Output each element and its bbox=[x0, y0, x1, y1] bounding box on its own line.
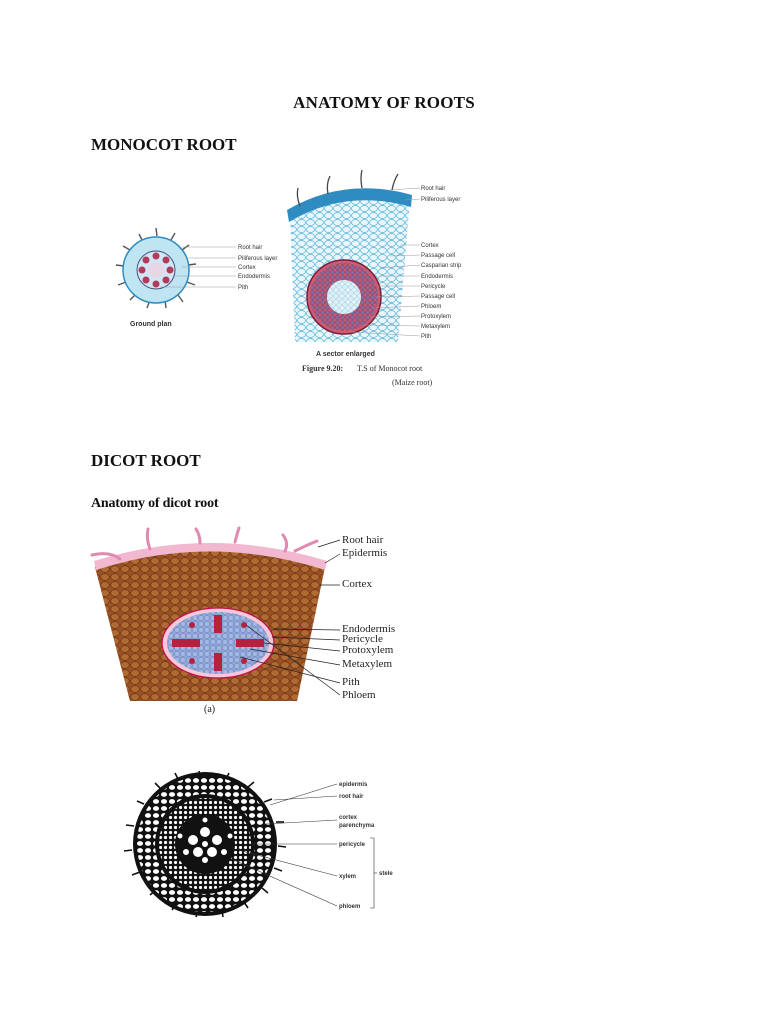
sector-label-casparian-strip: Casparian strip bbox=[421, 263, 462, 269]
dicot-a-label-phloem: Phloem bbox=[342, 689, 376, 701]
monocot-root-figure: Root hair Piliferous layer Cortex Endode… bbox=[115, 170, 462, 387]
sector-label-root-hair: Root hair bbox=[421, 186, 445, 192]
dicot-a-label-cortex: Cortex bbox=[342, 578, 372, 590]
sector-label-passage-cell: Passage cell bbox=[421, 253, 455, 259]
sector-label-piliferous-layer: Piliferous layer bbox=[421, 197, 460, 203]
dicot-root-figure-b: epidermis root hair cortex parenchyma pe… bbox=[123, 770, 393, 918]
dicot-b-label-phloem: phloem bbox=[339, 904, 360, 910]
dicot-b-label-root-hair: root hair bbox=[339, 794, 364, 800]
gp-label-cortex: Cortex bbox=[238, 265, 256, 271]
sector-label-passage-cell-2: Passage cell bbox=[421, 294, 455, 300]
sector-label-endodermis: Endodermis bbox=[421, 274, 453, 280]
dicot-subheading: Anatomy of dicot root bbox=[91, 496, 219, 511]
dicot-root-figure-a: Root hair Epidermis Cortex Endodermis Pe… bbox=[90, 526, 395, 715]
gp-label-root-hair: Root hair bbox=[238, 245, 262, 251]
dicot-a-label-protoxylem: Protoxylem bbox=[342, 644, 394, 656]
monocot-heading: MONOCOT ROOT bbox=[91, 135, 237, 154]
sector-label-metaxylem: Metaxylem bbox=[421, 324, 450, 330]
dicot-b-label-cortex: cortex bbox=[339, 815, 358, 821]
dicot-b-label-stele: stele bbox=[379, 871, 393, 877]
dicot-a-label-epidermis: Epidermis bbox=[342, 547, 387, 559]
dicot-a-label-metaxylem: Metaxylem bbox=[342, 658, 393, 670]
figure-caption-number: Figure 9.20: bbox=[302, 364, 343, 373]
sector-label-pith: Pith bbox=[421, 334, 431, 340]
dicot-a-label-pith: Pith bbox=[342, 676, 360, 688]
gp-label-endodermis: Endodermis bbox=[238, 274, 270, 280]
gp-label-piliferous-layer: Piliferous layer bbox=[238, 256, 277, 262]
figure-caption-subtext: (Maize root) bbox=[392, 378, 433, 387]
ground-plan-caption: Ground plan bbox=[130, 321, 172, 328]
sector-caption: A sector enlarged bbox=[316, 351, 375, 358]
sector-label-phloem: Phloem bbox=[421, 304, 441, 310]
ground-plan-diagram bbox=[115, 227, 236, 309]
dicot-b-label-pericycle: pericycle bbox=[339, 842, 366, 848]
sector-label-cortex: Cortex bbox=[421, 243, 439, 249]
gp-label-pith: Pith bbox=[238, 285, 248, 291]
page-title: ANATOMY OF ROOTS bbox=[293, 93, 475, 112]
dicot-a-label-root-hair: Root hair bbox=[342, 534, 384, 546]
dicot-a-label-pericycle: Pericycle bbox=[342, 633, 383, 645]
sector-label-pericycle: Pericycle bbox=[421, 284, 446, 290]
figure-caption-text: T.S of Monocot root bbox=[357, 364, 423, 373]
dicot-heading: DICOT ROOT bbox=[91, 451, 201, 470]
dicot-b-label-epidermis: epidermis bbox=[339, 782, 368, 788]
sector-enlarged-diagram bbox=[287, 170, 421, 342]
sector-label-protoxylem: Protoxylem bbox=[421, 314, 451, 320]
dicot-a-label-endodermis: Endodermis bbox=[342, 623, 395, 635]
dicot-b-label-parenchyma: parenchyma bbox=[339, 823, 375, 829]
dicot-b-label-xylem: xylem bbox=[339, 874, 356, 880]
dicot-a-caption: (a) bbox=[204, 704, 215, 715]
